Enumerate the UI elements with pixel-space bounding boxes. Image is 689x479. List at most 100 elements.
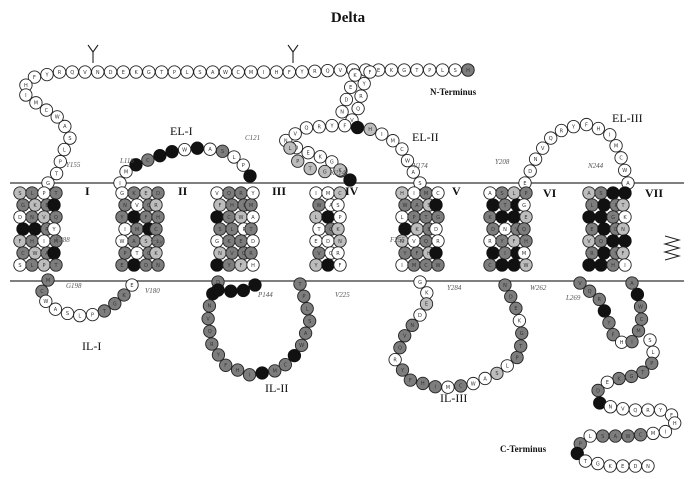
- residue-letter: H: [230, 203, 234, 209]
- residue-letter: E: [606, 380, 609, 386]
- residue-letter: E: [621, 464, 624, 470]
- residue-bead: [29, 223, 41, 235]
- residue-letter: C: [400, 147, 404, 153]
- residue-letter: W: [239, 215, 244, 221]
- residue-letter: Q: [304, 126, 308, 132]
- residue-letter: P: [524, 191, 527, 197]
- residue-letter: C: [236, 70, 240, 76]
- residue-number: Y284: [447, 284, 462, 292]
- residue-letter: C: [488, 263, 492, 269]
- residue-letter: V: [541, 146, 545, 152]
- residue-number: V225: [335, 291, 350, 299]
- residue-letter: R: [646, 408, 650, 414]
- residue-letter: Q: [549, 136, 553, 142]
- residue-letter: F: [240, 263, 243, 269]
- residue-letter: N: [503, 227, 507, 233]
- residue-letter: S: [599, 191, 602, 197]
- residue-bead: [225, 285, 237, 297]
- residue-bead: [619, 187, 631, 199]
- residue-letter: I: [25, 93, 26, 99]
- residue-letter: H: [421, 381, 425, 387]
- residue-letter: W: [317, 203, 322, 209]
- residue-letter: V: [403, 334, 407, 340]
- residue-letter: W: [626, 434, 631, 440]
- residue-letter: D: [596, 388, 600, 394]
- residue-letter: C: [639, 433, 643, 439]
- residue-letter: D: [344, 97, 348, 103]
- residue-bead: [619, 235, 631, 247]
- residue-letter: I: [124, 227, 125, 233]
- residue-letter: I: [381, 132, 382, 138]
- residue-letter: H: [611, 263, 615, 269]
- helix-label-4: IV: [345, 184, 359, 198]
- helix-label-2: II: [178, 184, 188, 198]
- residue-letter: G: [596, 461, 600, 467]
- residue-letter: W: [638, 304, 643, 310]
- residue-letter: S: [144, 239, 147, 245]
- residue-bead: [607, 235, 619, 247]
- residue-letter: E: [239, 239, 242, 245]
- residue-letter: C: [459, 384, 463, 390]
- residue-letter: I: [609, 133, 610, 139]
- residue-letter: A: [132, 239, 136, 245]
- residue-letter: S: [308, 319, 311, 325]
- residue-letter: R: [154, 203, 158, 209]
- residue-letter: I: [624, 263, 625, 269]
- residue-chain: ASLPTGKEDNVQRYFHIMCWASLPTGKEDNVQRYFHIMCW…: [14, 64, 681, 472]
- residue-letter: W: [55, 115, 60, 121]
- residue-letter: I: [504, 251, 505, 257]
- helix-label-1: I: [85, 184, 90, 198]
- residue-letter: I: [43, 239, 44, 245]
- residue-letter: N: [503, 283, 507, 289]
- residue-letter: H: [673, 421, 677, 427]
- residue-letter: L: [63, 147, 66, 153]
- residue-letter: G: [436, 215, 440, 221]
- residue-letter: G: [630, 374, 634, 380]
- residue-letter: E: [590, 227, 593, 233]
- residue-letter: H: [156, 215, 160, 221]
- residue-letter: N: [208, 304, 212, 310]
- residue-letter: V: [621, 407, 625, 413]
- residue-letter: S: [198, 70, 201, 76]
- residue-letter: M: [522, 251, 526, 257]
- glycosylation-mark-2: [288, 45, 298, 63]
- residue-letter: W: [622, 168, 627, 174]
- residue-bead: [322, 259, 334, 271]
- residue-letter: L: [233, 155, 236, 161]
- c-terminus-label: C-Terminus: [500, 444, 547, 454]
- residue-letter: V: [339, 68, 343, 74]
- residue-letter: G: [402, 68, 406, 74]
- palmitoyl-zigzag: [665, 236, 679, 260]
- residue-letter: F: [219, 203, 222, 209]
- residue-bead: [128, 211, 140, 223]
- residue-letter: H: [400, 191, 404, 197]
- residue-letter: S: [495, 371, 498, 377]
- residue-number: N244: [587, 162, 604, 170]
- residue-number: Y296: [150, 239, 165, 247]
- residue-bead: [191, 142, 203, 154]
- residue-letter: L: [289, 146, 292, 152]
- residue-letter: D: [109, 70, 113, 76]
- residue-letter: E: [314, 239, 317, 245]
- residue-letter: E: [425, 302, 428, 308]
- residue-letter: F: [622, 251, 625, 257]
- residue-bead: [212, 284, 224, 296]
- residue-number: L116: [119, 157, 134, 165]
- residue-letter: D: [509, 294, 513, 300]
- residue-bead: [598, 305, 610, 317]
- residue-letter: P: [338, 215, 341, 221]
- residue-bead: [583, 211, 595, 223]
- n-terminus-label: N-Terminus: [430, 87, 477, 97]
- residue-letter: E: [349, 85, 352, 91]
- residue-letter: G: [21, 203, 25, 209]
- residue-letter: R: [58, 70, 62, 76]
- residue-letter: M: [424, 191, 428, 197]
- residue-letter: H: [466, 68, 470, 74]
- residue-letter: W: [43, 299, 48, 305]
- residue-letter: V: [294, 132, 298, 138]
- residue-letter: D: [144, 263, 148, 269]
- residue-letter: I: [119, 181, 120, 187]
- residue-letter: R: [313, 69, 317, 75]
- residue-letter: L: [401, 215, 404, 221]
- residue-bead: [496, 259, 508, 271]
